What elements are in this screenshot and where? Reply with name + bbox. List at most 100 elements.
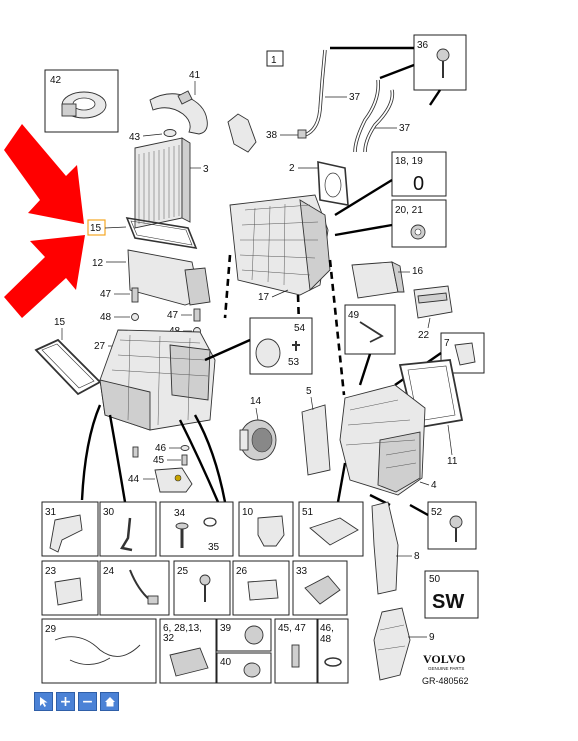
part-22-module <box>413 285 453 319</box>
box-7[interactable]: 7 <box>440 332 485 374</box>
part-43-oring <box>163 129 177 137</box>
svg-text:7: 7 <box>444 338 450 349</box>
part-45-sensor <box>181 454 188 466</box>
part-37-tube-left <box>304 49 327 137</box>
box-24[interactable]: 24 <box>99 560 170 616</box>
part-27-hvac-lower <box>99 329 216 431</box>
svg-text:48: 48 <box>320 634 332 645</box>
part-15-seal-loose <box>34 338 102 396</box>
box-1[interactable] <box>266 50 284 67</box>
svg-text:6, 28,13,: 6, 28,13, <box>163 623 202 634</box>
dashed-link-right <box>328 259 346 396</box>
svg-text:18, 19: 18, 19 <box>395 156 423 167</box>
box-33[interactable]: 33 <box>292 560 348 616</box>
callout-1: 1 <box>271 55 277 66</box>
leader-to-31 <box>80 404 102 501</box>
box-6-28-13-32[interactable]: 6, 28,13, 32 <box>159 618 217 684</box>
box-39[interactable]: 39 <box>216 618 272 652</box>
svg-text:36: 36 <box>417 40 429 51</box>
part-17-evaporator-case <box>229 194 331 296</box>
box-40[interactable]: 40 <box>216 652 272 684</box>
svg-text:35: 35 <box>208 542 220 553</box>
svg-text:29: 29 <box>45 624 57 635</box>
diagram-toolbar: + − <box>34 692 119 711</box>
svg-text:26: 26 <box>236 566 248 577</box>
svg-text:33: 33 <box>296 566 308 577</box>
svg-text:23: 23 <box>45 566 57 577</box>
callout-43: 43 <box>129 132 141 143</box>
callout-15-highlight[interactable] <box>87 219 106 236</box>
leader-to-34b <box>193 414 227 503</box>
part-45-sensor-b <box>132 446 139 458</box>
zoom-out-button[interactable]: − <box>78 692 97 711</box>
svg-text:10: 10 <box>242 507 254 518</box>
part-3-heater-core <box>134 137 191 229</box>
svg-text:24: 24 <box>103 566 115 577</box>
part-8-duct <box>371 501 399 595</box>
callout-38: 38 <box>266 130 278 141</box>
box-31[interactable]: 31 <box>41 501 99 557</box>
box-34-35[interactable]: 34 35 <box>159 501 234 557</box>
box-20-21[interactable]: 20, 21 <box>391 199 447 248</box>
box-23[interactable]: 23 <box>41 560 99 616</box>
svg-text:31: 31 <box>45 507 57 518</box>
box-30[interactable]: 30 <box>99 501 157 557</box>
leader-36-b <box>379 63 415 80</box>
svg-text:40: 40 <box>220 657 232 668</box>
home-icon <box>104 697 115 707</box>
callout-46: 46 <box>155 443 167 454</box>
callout-3: 3 <box>203 164 209 175</box>
box-54-53[interactable]: 54 53 <box>249 317 313 375</box>
callout-12: 12 <box>92 258 104 269</box>
box-42[interactable]: 42 <box>44 69 119 133</box>
part-41-hose <box>149 90 257 153</box>
svg-text:20, 21: 20, 21 <box>395 205 423 216</box>
svg-text:25: 25 <box>177 566 189 577</box>
leader-20 <box>334 223 393 237</box>
callout-47-left: 47 <box>100 289 112 300</box>
box-25[interactable]: 25 <box>173 560 231 616</box>
home-button[interactable] <box>100 692 119 711</box>
box-18-19[interactable]: 18, 19 0 <box>391 151 447 197</box>
callout-17: 17 <box>258 292 270 303</box>
pointer-icon <box>39 696 47 707</box>
box-46-48[interactable]: 46, 48 <box>317 618 349 684</box>
part-2-seal-frame <box>317 160 349 206</box>
svg-text:54: 54 <box>294 323 306 334</box>
callout-44: 44 <box>128 474 140 485</box>
svg-text:34: 34 <box>174 508 186 519</box>
leader-to-34 <box>178 419 220 503</box>
callout-37-bottom: 37 <box>399 123 411 134</box>
red-arrow-upper <box>4 124 84 224</box>
part-38-bolt <box>297 129 307 139</box>
part-4-hvac-housing <box>339 384 426 496</box>
box-45-47[interactable]: 45, 47 <box>274 618 318 684</box>
callout-9: 9 <box>429 632 435 643</box>
box-51[interactable]: 51 <box>298 501 364 557</box>
red-arrow-lower <box>4 235 85 318</box>
box-10[interactable]: 10 <box>238 501 294 557</box>
box-26[interactable]: 26 <box>232 560 290 616</box>
part-5-housing-panel <box>301 404 331 476</box>
part-48-clip <box>131 313 139 321</box>
callout-16: 16 <box>412 266 424 277</box>
part-46-clip <box>180 445 190 451</box>
svg-text:53: 53 <box>288 357 300 368</box>
zoom-in-button[interactable]: + <box>56 692 75 711</box>
svg-text:52: 52 <box>431 507 443 518</box>
box-29[interactable]: 29 <box>41 618 157 684</box>
callout-22: 22 <box>418 330 430 341</box>
part-15-seal <box>125 216 198 250</box>
pointer-tool-button[interactable] <box>34 692 53 711</box>
callout-27: 27 <box>94 341 106 352</box>
callout-48-left: 48 <box>100 312 112 323</box>
box-52[interactable]: 52 <box>427 501 477 550</box>
box-49[interactable]: 49 <box>344 304 396 355</box>
leader-18 <box>334 178 393 217</box>
part-47-sensor <box>131 287 139 303</box>
box-50[interactable]: 50 SW <box>424 570 479 619</box>
box-36[interactable]: 36 <box>413 34 467 91</box>
callout-41: 41 <box>189 70 201 81</box>
brand-logo: VOLVO <box>423 652 465 666</box>
callout-15-seal: 15 <box>54 317 66 328</box>
